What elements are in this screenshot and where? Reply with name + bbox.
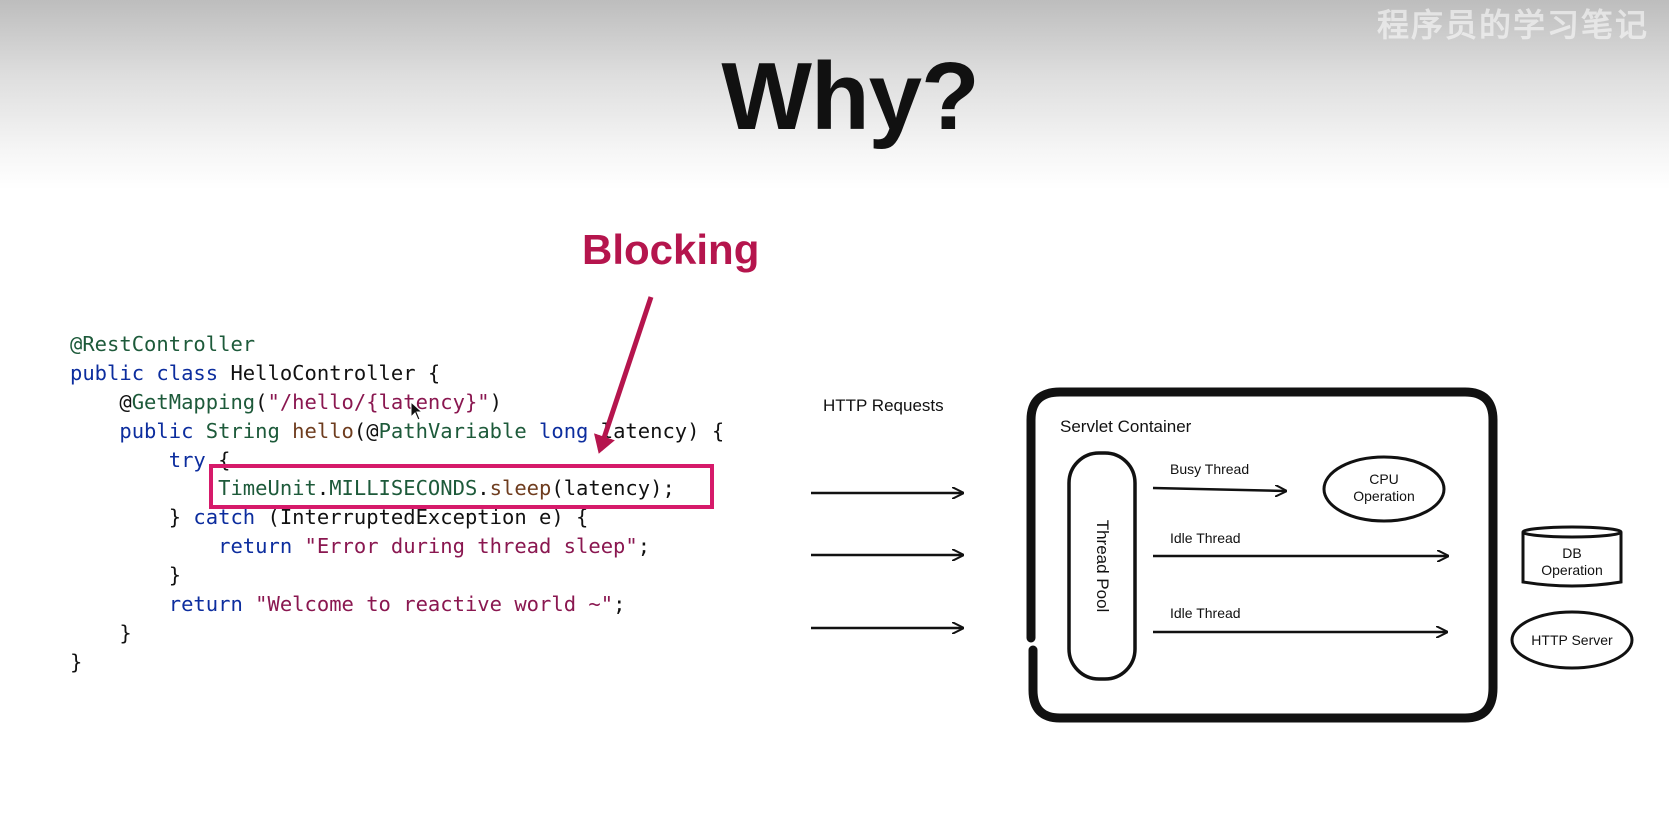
- code-line: @RestController: [70, 330, 724, 359]
- code-token: @RestController: [70, 332, 256, 356]
- code-token: (: [255, 389, 268, 414]
- mouse-cursor-icon: [410, 401, 424, 421]
- http-server-label: HTTP Server: [1531, 632, 1613, 648]
- code-token: }: [70, 563, 182, 588]
- code-token: return: [70, 534, 305, 559]
- http-server-ellipse: [1510, 610, 1634, 670]
- busy-thread-label: Busy Thread: [1170, 461, 1250, 477]
- cpu-operation-ellipse: [1322, 455, 1446, 523]
- code-token: ;: [637, 534, 651, 559]
- code-line: } catch (InterruptedException e) {: [70, 503, 724, 532]
- code-token: HelloController {: [230, 360, 441, 385]
- code-token: .: [477, 476, 490, 501]
- blocking-call-highlight: [209, 464, 714, 509]
- code-token: PathVariable: [378, 418, 540, 443]
- cpu-operation-label: CPU Operation: [1353, 471, 1415, 504]
- code-token: }: [70, 620, 132, 645]
- code-line: @GetMapping("/hello/{latency}"): [70, 388, 724, 417]
- slide-title: Why?: [721, 43, 979, 150]
- code-token: @: [70, 389, 132, 414]
- code-token: "Welcome to reactive world ~": [255, 592, 614, 617]
- code-token: "Error during thread sleep": [304, 534, 638, 559]
- code-line: }: [70, 619, 724, 648]
- servlet-container-box: [1026, 387, 1498, 723]
- code-line: return "Welcome to reactive world ~";: [70, 590, 724, 619]
- code-token: try: [70, 447, 219, 472]
- code-token: latency) {: [600, 418, 725, 443]
- code-token: (@: [353, 418, 379, 443]
- busy-thread-arrow: [1152, 488, 1285, 491]
- code-token: public class: [70, 360, 231, 385]
- code-token: catch: [193, 505, 268, 530]
- code-token: public: [70, 418, 206, 443]
- code-line: public class HelloController {: [70, 359, 724, 388]
- blocking-arrow: [593, 296, 654, 454]
- code-token: return: [70, 592, 256, 617]
- code-token: sleep: [489, 476, 552, 501]
- code-token: long: [539, 418, 601, 443]
- idle-thread-label-2: Idle Thread: [1170, 605, 1241, 621]
- db-operation-cylinder: [1521, 525, 1623, 588]
- code-token: hello: [292, 418, 354, 443]
- code-token: ): [489, 389, 502, 414]
- code-token: (latency);: [551, 476, 675, 501]
- code-token: GetMapping: [131, 389, 256, 414]
- code-line: public String hello(@PathVariable long l…: [70, 417, 724, 446]
- code-token: TimeUnit: [70, 476, 317, 501]
- title-band: [0, 0, 1669, 190]
- code-token: "/hello/{latency}": [267, 389, 490, 414]
- code-token: }: [70, 505, 194, 530]
- code-token: .: [316, 476, 330, 501]
- code-line: }: [70, 561, 724, 590]
- http-requests-label: HTTP Requests: [823, 396, 944, 415]
- code-token: (InterruptedException e) {: [267, 505, 589, 530]
- code-token: }: [70, 649, 83, 674]
- code-token: ;: [613, 592, 626, 617]
- servlet-container-label: Servlet Container: [1060, 417, 1192, 436]
- blocking-label: Blocking: [582, 226, 760, 273]
- db-operation-label: DB Operation: [1541, 545, 1603, 578]
- code-token: String: [205, 418, 293, 443]
- idle-thread-label-1: Idle Thread: [1170, 530, 1241, 546]
- code-block: @RestController public class HelloControl…: [70, 330, 724, 677]
- code-line: }: [70, 648, 724, 677]
- code-line: return "Error during thread sleep";: [70, 532, 724, 561]
- thread-pool-capsule: [1067, 451, 1137, 681]
- code-line: TimeUnit.MILLISECONDS.sleep(latency);: [70, 474, 724, 503]
- watermark: 程序员的学习笔记: [1376, 7, 1649, 43]
- thread-pool-label: Thread Pool: [1093, 519, 1112, 613]
- code-token: MILLISECONDS: [329, 476, 478, 501]
